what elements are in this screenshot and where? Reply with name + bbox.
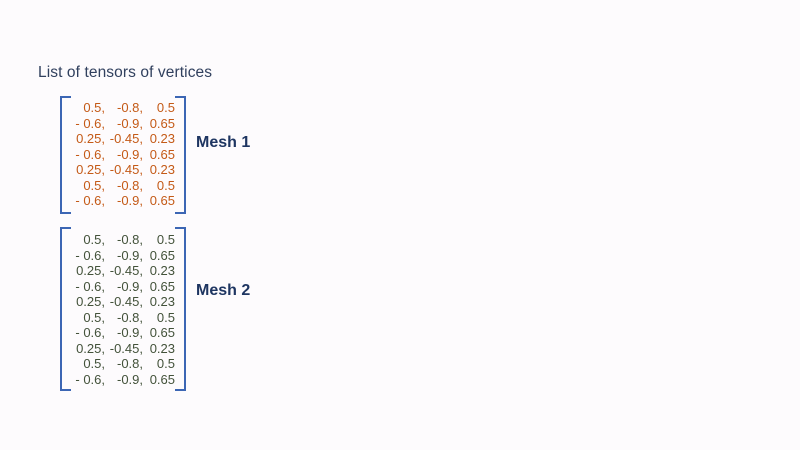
matrix-cell: -0.8, xyxy=(116,100,143,115)
matrix-cell: 0.65 xyxy=(149,325,175,340)
matrix-cell: 0.65 xyxy=(149,278,175,294)
matrix-cell: -0.9, xyxy=(116,193,143,208)
matrix-row: - 0.6, -0.9, 0.65 xyxy=(71,248,175,264)
matrix-cell: 0.5 xyxy=(156,177,175,193)
matrix-row: 0.25, -0.45, 0.23 xyxy=(71,263,175,279)
matrix-row: - 0.6, -0.9, 0.65 xyxy=(71,279,175,295)
matrix-row: 0.5, -0.8, 0.5 xyxy=(71,178,175,194)
matrix-cell: 0.23 xyxy=(149,294,175,309)
matrix-cell: 0.65 xyxy=(149,115,175,131)
mesh1-label: Mesh 1 xyxy=(196,134,251,151)
matrix-cell: -0.8, xyxy=(116,356,143,371)
matrix-row: 0.25, -0.45, 0.23 xyxy=(71,294,175,310)
page-title: List of tensors of vertices xyxy=(38,64,213,81)
matrix-cell: 0.25, xyxy=(76,162,105,177)
matrix-cell: 0.5, xyxy=(83,177,105,193)
matrix-row: 0.5, -0.8, 0.5 xyxy=(71,232,175,248)
matrix-row: 0.5, -0.8, 0.5 xyxy=(71,356,175,372)
matrix-row: - 0.6, -0.9, 0.65 xyxy=(71,372,175,388)
matrix-cell: 0.5 xyxy=(156,100,175,115)
matrix-row: 0.5, -0.8, 0.5 xyxy=(71,310,175,326)
matrix-row: - 0.6, -0.9, 0.65 xyxy=(71,116,175,132)
matrix-cell: - 0.6, xyxy=(75,371,105,387)
matrix-row: - 0.6, -0.9, 0.65 xyxy=(71,193,175,209)
matrix-cell: - 0.6, xyxy=(75,193,105,208)
matrix-cell: -0.9, xyxy=(116,247,143,263)
matrix-cell: 0.65 xyxy=(149,146,175,162)
matrix-cell: -0.45, xyxy=(109,294,143,309)
matrix-cell: -0.8, xyxy=(116,177,143,193)
matrix-row: 0.5, -0.8, 0.5 xyxy=(71,100,175,116)
matrix-row: - 0.6, -0.9, 0.65 xyxy=(71,325,175,341)
right-bracket-icon xyxy=(175,227,186,391)
matrix-cell: 0.5, xyxy=(83,309,105,325)
matrix-cell: 0.25, xyxy=(76,263,105,278)
matrix-cell: -0.45, xyxy=(109,340,143,356)
matrix-cell: -0.9, xyxy=(116,278,143,294)
matrix-cell: 0.5 xyxy=(156,309,175,325)
matrix-cell: 0.23 xyxy=(149,263,175,278)
matrix-cell: -0.45, xyxy=(109,162,143,177)
left-bracket-icon xyxy=(60,227,71,391)
matrix-cell: - 0.6, xyxy=(75,115,105,131)
matrix-cell: -0.9, xyxy=(116,115,143,131)
matrix-cell: 0.5, xyxy=(83,100,105,115)
matrix-cell: -0.9, xyxy=(116,146,143,162)
matrix-cell: - 0.6, xyxy=(75,278,105,294)
matrix-row: - 0.6, -0.9, 0.65 xyxy=(71,147,175,163)
matrix-cell: 0.5, xyxy=(83,232,105,247)
matrix-cell: 0.23 xyxy=(149,340,175,356)
matrix-cell: 0.25, xyxy=(76,294,105,309)
matrix-cell: -0.9, xyxy=(116,325,143,340)
matrix-cell: 0.23 xyxy=(149,131,175,146)
matrix-cell: 0.23 xyxy=(149,162,175,177)
mesh2-label: Mesh 2 xyxy=(196,282,251,299)
matrix-cell: 0.25, xyxy=(76,131,105,146)
matrix-cell: -0.8, xyxy=(116,309,143,325)
matrix-cell: 0.5, xyxy=(83,356,105,371)
matrix-row: 0.25, -0.45, 0.23 xyxy=(71,131,175,147)
matrix-cell: -0.9, xyxy=(116,371,143,387)
matrix-cell: -0.45, xyxy=(109,263,143,278)
left-bracket-icon xyxy=(60,96,71,214)
matrix-cell: - 0.6, xyxy=(75,325,105,340)
matrix-cell: - 0.6, xyxy=(75,247,105,263)
matrix-cell: 0.25, xyxy=(76,340,105,356)
matrix-row: 0.25, -0.45, 0.23 xyxy=(71,162,175,178)
matrix-row: 0.25,-0.45, 0.23 xyxy=(71,341,175,357)
matrix-cell: -0.8, xyxy=(116,232,143,247)
matrix-cell: 0.65 xyxy=(149,193,175,208)
matrix-cell: -0.45, xyxy=(109,131,143,146)
matrix-cell: 0.5 xyxy=(156,356,175,371)
matrix-cell: 0.65 xyxy=(149,247,175,263)
right-bracket-icon xyxy=(175,96,186,214)
matrix-cell: 0.5 xyxy=(156,232,175,247)
matrix-cell: 0.65 xyxy=(149,371,175,387)
matrix-cell: - 0.6, xyxy=(75,146,105,162)
